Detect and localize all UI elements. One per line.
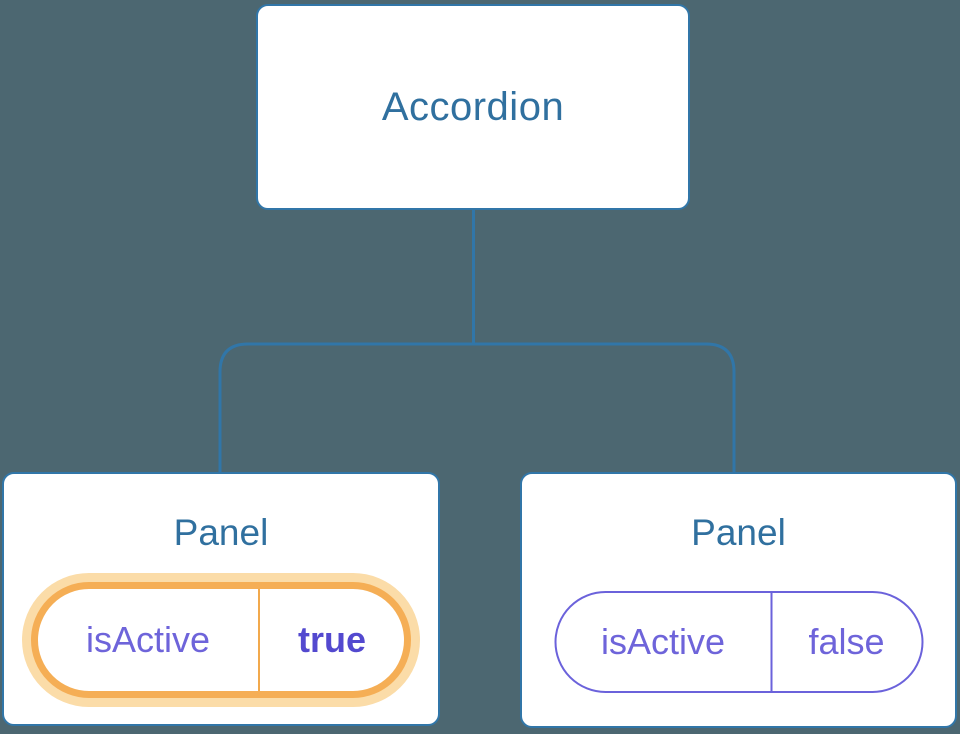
state-key: isActive — [600, 621, 726, 662]
panel-title: Panel — [691, 512, 786, 553]
state-key: isActive — [85, 619, 211, 660]
state-value: true — [297, 619, 366, 660]
state-pill-active: isActive true — [31, 582, 411, 698]
pill-divider — [258, 589, 260, 691]
state-value: false — [808, 621, 885, 662]
state-pill-inactive: isActive false — [554, 591, 923, 693]
accordion-label: Accordion — [381, 84, 565, 129]
connector-branches — [218, 342, 736, 473]
panel-component-box-active: Panel isActive true — [2, 472, 440, 726]
panel-title: Panel — [173, 512, 269, 553]
accordion-component-box: Accordion — [256, 4, 690, 210]
panel-component-box-inactive: Panel isActive false — [520, 472, 957, 728]
pill-divider — [770, 593, 772, 691]
